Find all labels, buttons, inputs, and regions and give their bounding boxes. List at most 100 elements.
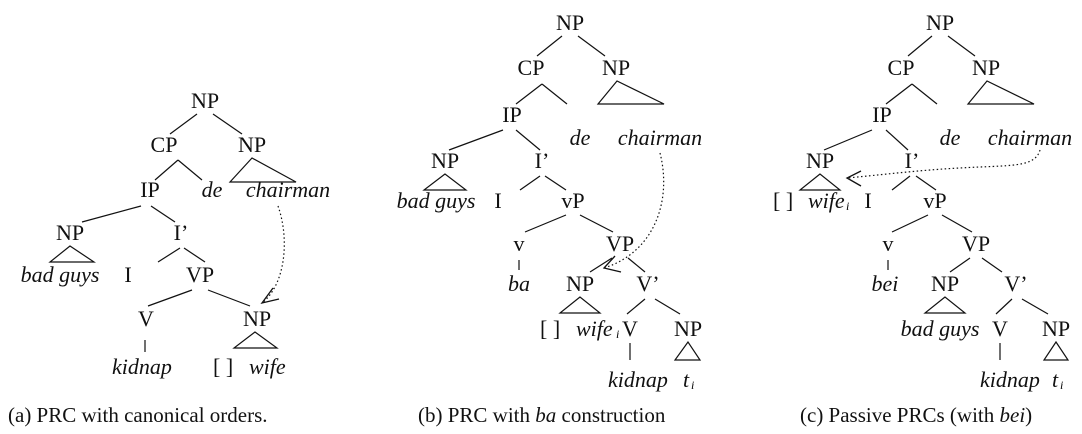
tree-c-bad-guys: bad guys xyxy=(901,316,980,341)
tree-a-np-root: NP xyxy=(191,88,219,113)
branch xyxy=(981,257,1003,273)
branch xyxy=(183,247,206,263)
tree-b-de: de xyxy=(570,125,591,150)
branch xyxy=(154,159,179,181)
tree-c-np-head: NP xyxy=(972,55,1000,80)
tree-b-vp: VP xyxy=(606,231,634,256)
branch xyxy=(589,257,613,273)
tree-c-v-small: v xyxy=(883,231,894,256)
tree-b-chairman: chairman xyxy=(618,125,702,150)
branch xyxy=(524,214,567,233)
branch xyxy=(519,175,541,191)
tree-a-de: de xyxy=(202,177,223,202)
branch xyxy=(169,113,198,135)
branch xyxy=(544,175,567,191)
tree-a-kidnap: kidnap xyxy=(112,354,172,379)
branch xyxy=(949,257,971,273)
caption-c: (c) Passive PRCs (with bei) xyxy=(800,403,1032,427)
tree-b-np-obj: NP xyxy=(566,271,594,296)
tree-a-bad-guys: bad guys xyxy=(21,262,100,287)
tree-b-np-root: NP xyxy=(556,10,584,35)
arrowhead-icon xyxy=(845,170,862,187)
tree-c-v: V xyxy=(992,316,1008,341)
tree-b-v: V xyxy=(622,316,638,341)
tree-b-i: I xyxy=(494,188,501,213)
tree-b-wife: wife xyxy=(576,316,613,341)
branch xyxy=(907,35,933,57)
tree-c-np-root: NP xyxy=(926,10,954,35)
tree-c-wife: wife xyxy=(808,188,845,213)
tree-a-cp: CP xyxy=(151,132,178,157)
branch xyxy=(177,159,203,181)
caption-c-post: ) xyxy=(1025,403,1032,427)
tree-b-v-bar: V’ xyxy=(636,271,659,296)
tree-c-triangle xyxy=(923,296,967,314)
tree-b-gap: [ ] xyxy=(540,316,560,341)
tree-b-cp: CP xyxy=(518,55,545,80)
branch xyxy=(157,247,181,263)
branch xyxy=(941,214,973,233)
tree-b-triangle xyxy=(596,80,665,105)
branch xyxy=(891,175,911,191)
branch xyxy=(891,214,929,233)
caption-c-pre: (c) Passive PRCs (with xyxy=(800,403,1000,427)
tree-b-ba: ba xyxy=(508,271,530,296)
branch xyxy=(579,214,614,233)
branch xyxy=(995,298,1013,315)
tree-b-trace: t xyxy=(683,367,690,392)
tree-b-np-subj: NP xyxy=(431,148,459,173)
tree-a-np-subj: NP xyxy=(56,220,84,245)
movement-arrow xyxy=(846,149,1041,179)
tree-a-v: V xyxy=(138,306,154,331)
tree-a-np-head: NP xyxy=(238,132,266,157)
tree-a-wife: wife xyxy=(249,354,286,379)
caption-c-bei: bei xyxy=(1000,403,1026,427)
tree-b-vp-small: vP xyxy=(561,188,584,213)
caption-b-post: construction xyxy=(556,403,666,427)
branch xyxy=(1021,298,1049,315)
tree-c-vp-small: vP xyxy=(923,188,946,213)
branch xyxy=(627,257,646,273)
tree-b-triangle xyxy=(558,296,602,314)
tree-b-i-bar: I’ xyxy=(535,148,550,173)
tree-b-np-trace: NP xyxy=(674,316,702,341)
tree-b-ip: IP xyxy=(502,102,522,127)
branch xyxy=(577,35,606,57)
branch xyxy=(885,129,909,151)
tree-c-gap: [ ] xyxy=(773,188,793,213)
movement-arrow xyxy=(603,152,665,269)
tree-c-triangle xyxy=(798,173,842,191)
tree-b-index: i xyxy=(616,327,619,341)
tree-b: NP CP NP IP de chairman NP I’ bad guys I… xyxy=(397,10,703,392)
tree-c-cp: CP xyxy=(888,55,915,80)
arrowhead-icon xyxy=(260,287,280,305)
branch xyxy=(150,205,176,223)
tree-c-v-bar: V’ xyxy=(1004,271,1027,296)
tree-c-ip: IP xyxy=(872,102,892,127)
tree-b-bad-guys: bad guys xyxy=(397,188,476,213)
tree-c-trace-index: i xyxy=(1060,378,1063,392)
tree-c-trace: t xyxy=(1052,367,1059,392)
branch xyxy=(147,289,193,307)
tree-c-triangle xyxy=(1042,340,1070,361)
tree-b-trace-index: i xyxy=(691,378,694,392)
tree-c-np-agent: NP xyxy=(931,271,959,296)
tree-a-gap: [ ] xyxy=(213,354,233,379)
tree-c-np-subj: NP xyxy=(806,148,834,173)
tree-c-index: i xyxy=(846,199,849,213)
tree-c-i: I xyxy=(864,188,871,213)
tree-c-chairman: chairman xyxy=(988,125,1072,150)
tree-c-triangle xyxy=(966,80,1035,105)
tree-c-de: de xyxy=(940,125,961,150)
arrowhead-icon xyxy=(602,255,622,273)
tree-c-i-bar: I’ xyxy=(905,148,920,173)
tree-a-np-obj: NP xyxy=(243,306,271,331)
branch xyxy=(536,35,563,57)
caption-b-pre: (b) PRC with xyxy=(418,403,535,427)
branch xyxy=(207,289,251,307)
tree-c-np-trace: NP xyxy=(1042,316,1070,341)
branch xyxy=(915,175,937,191)
caption-b-ba: ba xyxy=(535,403,556,427)
branch xyxy=(885,83,913,105)
